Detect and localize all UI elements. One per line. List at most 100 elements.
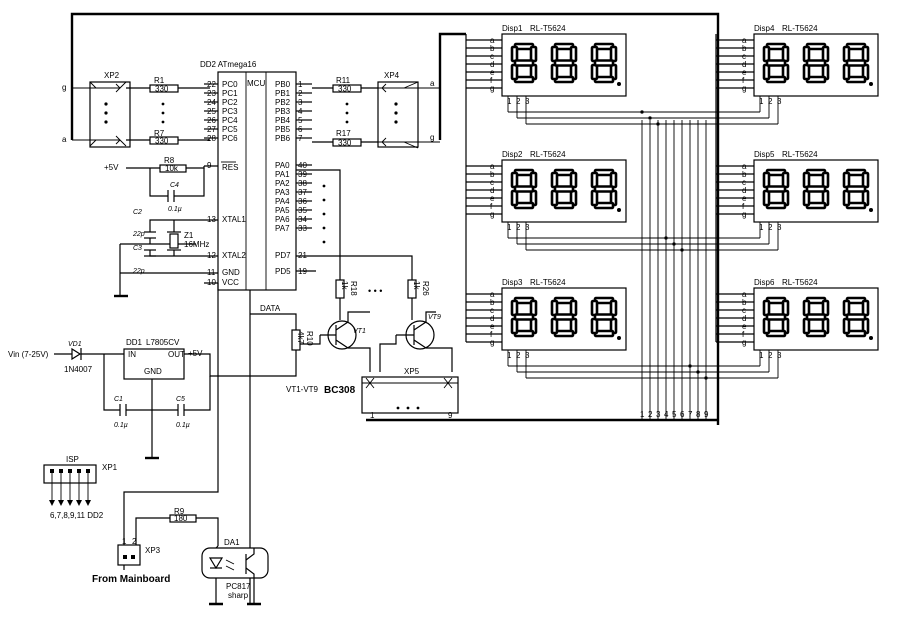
- r7-label: R7: [154, 129, 165, 138]
- bus-number-2: 2: [648, 410, 653, 419]
- r10-label: R10: [305, 331, 314, 346]
- digit-pin-3: 3: [777, 97, 782, 106]
- digit-pin-1: 1: [507, 97, 512, 106]
- r8-value: 10k: [165, 164, 179, 173]
- digit-pin-1: 1: [759, 351, 764, 360]
- r26-value: 1k: [412, 281, 421, 290]
- reg-label: DD1: [126, 338, 143, 347]
- opto-label: DA1: [224, 538, 240, 547]
- transistor-vt1: R18 1k VT1: [320, 279, 371, 372]
- display-name: Disp2: [502, 150, 523, 159]
- optocoupler-da1: DA1 PC817 sharp: [201, 538, 269, 606]
- transistor-vt9: R26 1k VT9: [296, 279, 453, 372]
- resistor-r1: R1 330: [126, 76, 210, 94]
- xp5-pin1: 1: [370, 411, 375, 420]
- bus-number-8: 8: [696, 410, 701, 419]
- c4-value: 0.1µ: [168, 206, 182, 213]
- reg-out: OUT: [168, 350, 185, 359]
- reset-circuit: +5V R8 10k C4 0.1µ: [104, 156, 205, 213]
- xp2-label: XP2: [104, 71, 120, 80]
- mcu-chip: DD2 ATmega16 MCU PC022PC123PC224PC325PC4…: [200, 60, 316, 291]
- reg-part: L7805CV: [146, 338, 180, 347]
- opto-part: PC817: [226, 582, 251, 591]
- xp2-g-label: g: [62, 83, 66, 92]
- transistor-part: BC308: [324, 385, 356, 396]
- resistor-r11: R11 330: [312, 76, 378, 94]
- pb-dots: [345, 102, 349, 124]
- vt1-label: VT1: [353, 328, 366, 335]
- digit-pin-1: 1: [507, 223, 512, 232]
- top-bus-frame: [70, 12, 720, 425]
- xp1-label: XP1: [102, 463, 118, 472]
- c4-label: C4: [170, 182, 179, 189]
- display-part: RL-T5624: [782, 278, 818, 287]
- digit-pin-3: 3: [777, 351, 782, 360]
- xp5-connector: XP5 1 9: [361, 367, 718, 422]
- digit-pin-2: 2: [516, 223, 521, 232]
- vt9-label: VT9: [428, 314, 441, 321]
- mcu-pin-pa2: PA2: [275, 179, 290, 188]
- digit-pin-3: 3: [525, 223, 530, 232]
- opto-maker: sharp: [228, 591, 249, 600]
- mcu-pin-pb6: PB6: [275, 134, 291, 143]
- mcu-pin-pc5: PC5: [222, 125, 238, 134]
- r17-value: 330: [338, 139, 352, 148]
- r8-label: R8: [164, 156, 175, 165]
- resistor-r17: R17 330: [312, 129, 378, 148]
- xp3-connector: R9 180 1 2 XP3 From Mainboard: [92, 490, 219, 585]
- resistor-r26: R26 1k: [407, 279, 430, 299]
- r17-label: R17: [336, 129, 351, 138]
- c2-value: 22p: [132, 231, 145, 238]
- mcu-pin-pb4: PB4: [275, 116, 291, 125]
- digit-pin-1: 1: [759, 223, 764, 232]
- digit-pin-2: 2: [516, 97, 521, 106]
- bus-number-3: 3: [656, 410, 661, 419]
- r9-label: R9: [174, 507, 185, 516]
- from-mainboard-label: From Mainboard: [92, 574, 170, 585]
- mcu-pin-pa5: PA5: [275, 206, 290, 215]
- mcu-pd7-label: PD7: [275, 251, 291, 260]
- pa0-wire: [296, 169, 341, 280]
- mcu-pin-pa3: PA3: [275, 188, 290, 197]
- mcu-pin-pa4: PA4: [275, 197, 290, 206]
- mcu-xtal2-label: XTAL2: [222, 251, 246, 260]
- transistor-ellipsis: • • •: [368, 286, 382, 296]
- digit-pin-3: 3: [777, 223, 782, 232]
- c5-value: 0.1µ: [176, 422, 190, 429]
- xp3-pin2: 2: [132, 537, 137, 546]
- c3-label: C3: [133, 245, 142, 252]
- mcu-pin-pc2: PC2: [222, 98, 238, 107]
- mcu-pd5-label: PD5: [275, 267, 291, 276]
- mcu-pin-pb5: PB5: [275, 125, 291, 134]
- display-name: Disp4: [754, 24, 775, 33]
- xp4-connector: XP4 a g: [377, 71, 440, 149]
- mcu-pin-pb2: PB2: [275, 98, 291, 107]
- c5-label: C5: [176, 396, 185, 403]
- diode-part: 1N4007: [64, 365, 93, 374]
- mcu-pin-pc6: PC6: [222, 134, 238, 143]
- xp3-pin1: 1: [122, 537, 127, 546]
- segment-bus: [438, 32, 717, 342]
- pa-dots: [322, 184, 326, 244]
- xp3-label: XP3: [145, 546, 161, 555]
- xp4-a-label: a: [430, 79, 435, 88]
- digit-pin-3: 3: [525, 351, 530, 360]
- mcu-pin-pc3: PC3: [222, 107, 238, 116]
- resistor-r7: R7 330: [126, 129, 210, 146]
- r18-label: R18: [349, 281, 358, 296]
- mcu-pin-pb1: PB1: [275, 89, 291, 98]
- r9-value: 180: [174, 514, 188, 523]
- display-part: RL-T5624: [530, 24, 566, 33]
- display-part: RL-T5624: [782, 150, 818, 159]
- mcu-tag: MCU: [247, 79, 265, 88]
- c1-label: C1: [114, 396, 123, 403]
- digit-pin-2: 2: [516, 351, 521, 360]
- r10-value: 4k7: [296, 331, 305, 344]
- mcu-pin-pa0: PA0: [275, 161, 290, 170]
- display-name: Disp1: [502, 24, 523, 33]
- xp2-connector: XP2 g a: [62, 71, 131, 148]
